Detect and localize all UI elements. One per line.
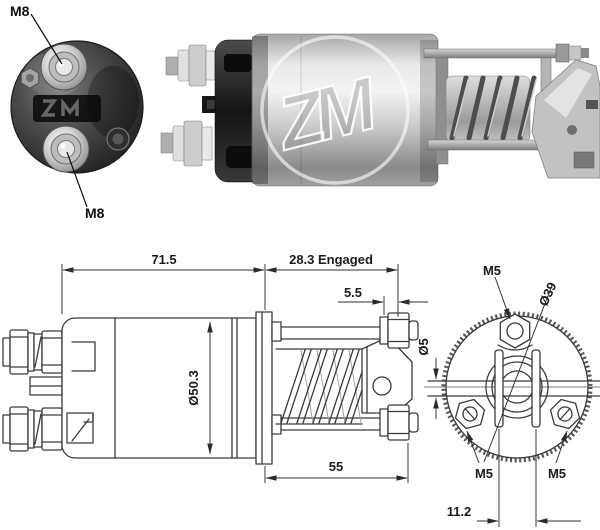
- dimension-o5: Ø5: [416, 338, 439, 419]
- drawn-flange: [255, 311, 273, 465]
- drawn-spring-plunger: [271, 312, 419, 441]
- small-hex-screw: [20, 67, 40, 89]
- terminal-label-m8-top: M8: [10, 3, 30, 19]
- dim-slot-width: 11.2: [447, 504, 472, 519]
- dim-total-length: 71.5: [151, 252, 176, 267]
- drawn-terminal-top: [2, 329, 63, 375]
- dimension-55: 55: [264, 443, 409, 483]
- label-stud-top: M5: [483, 263, 501, 278]
- dim-pin-diameter: Ø5: [416, 338, 431, 355]
- photo-terminal-studs: [160, 44, 226, 167]
- drawn-bracket-plate: [361, 336, 413, 414]
- dim-bolt-circle: Ø39: [536, 280, 560, 309]
- bolt-circle-line: [483, 287, 552, 463]
- drawing-end-view: Ø39 M5 M5 M5 Ø5 11.2: [416, 263, 600, 527]
- dimension-71-5: 71.5: [61, 252, 266, 314]
- small-knob: [106, 127, 130, 151]
- photo-end-view: M8 M8: [10, 3, 144, 221]
- embossed-logo-plate: [33, 95, 101, 122]
- dimension-5-5: 5.5: [338, 285, 428, 315]
- terminal-top: [40, 43, 88, 91]
- dimension-28-3: 28.3 Engaged: [265, 252, 399, 317]
- dimension-11-2: 11.2: [447, 429, 581, 527]
- drawn-terminal-bottom: [2, 406, 63, 452]
- dim-body-diameter: Ø50.3: [186, 370, 201, 405]
- drawn-stud-nut-bottom: [379, 404, 419, 441]
- leader-m5-top: [494, 276, 511, 320]
- drawn-m5-nut-top: [497, 313, 533, 351]
- dim-bracket-length: 55: [329, 459, 343, 474]
- terminal-bottom: [42, 125, 90, 173]
- leader-m5-bottom-left: [466, 430, 480, 464]
- drawing-side-view: 71.5 28.3 Engaged 5.5 Ø50.3 55: [2, 252, 428, 483]
- guide-bar-right: [531, 349, 541, 428]
- dim-engaged: 28.3 Engaged: [289, 252, 373, 267]
- photo-plunger-spring: [435, 55, 537, 165]
- drawn-body: [61, 311, 273, 465]
- dimension-50-3: Ø50.3: [186, 321, 213, 455]
- label-stud-bottom-left: M5: [475, 466, 493, 481]
- guide-bar-left: [494, 349, 504, 428]
- watermark-circle: [260, 35, 410, 185]
- leader-m8-bottom: [66, 151, 88, 208]
- leader-m5-bottom-right: [555, 430, 568, 464]
- leader-m8-top: [30, 13, 63, 65]
- photo-rods-bracket: [423, 43, 600, 179]
- drawn-connector-tab: [29, 376, 63, 396]
- label-stud-bottom-right: M5: [548, 466, 566, 481]
- drawn-stud-nut-top: [379, 312, 419, 349]
- dim-stud-protrusion: 5.5: [344, 285, 362, 300]
- terminal-label-m8-bottom: M8: [85, 205, 105, 221]
- photo-side-view: ZM: [160, 33, 600, 187]
- drawn-m5-nut-bottom-right: [549, 398, 581, 430]
- drawn-m5-nut-bottom-left: [454, 398, 486, 430]
